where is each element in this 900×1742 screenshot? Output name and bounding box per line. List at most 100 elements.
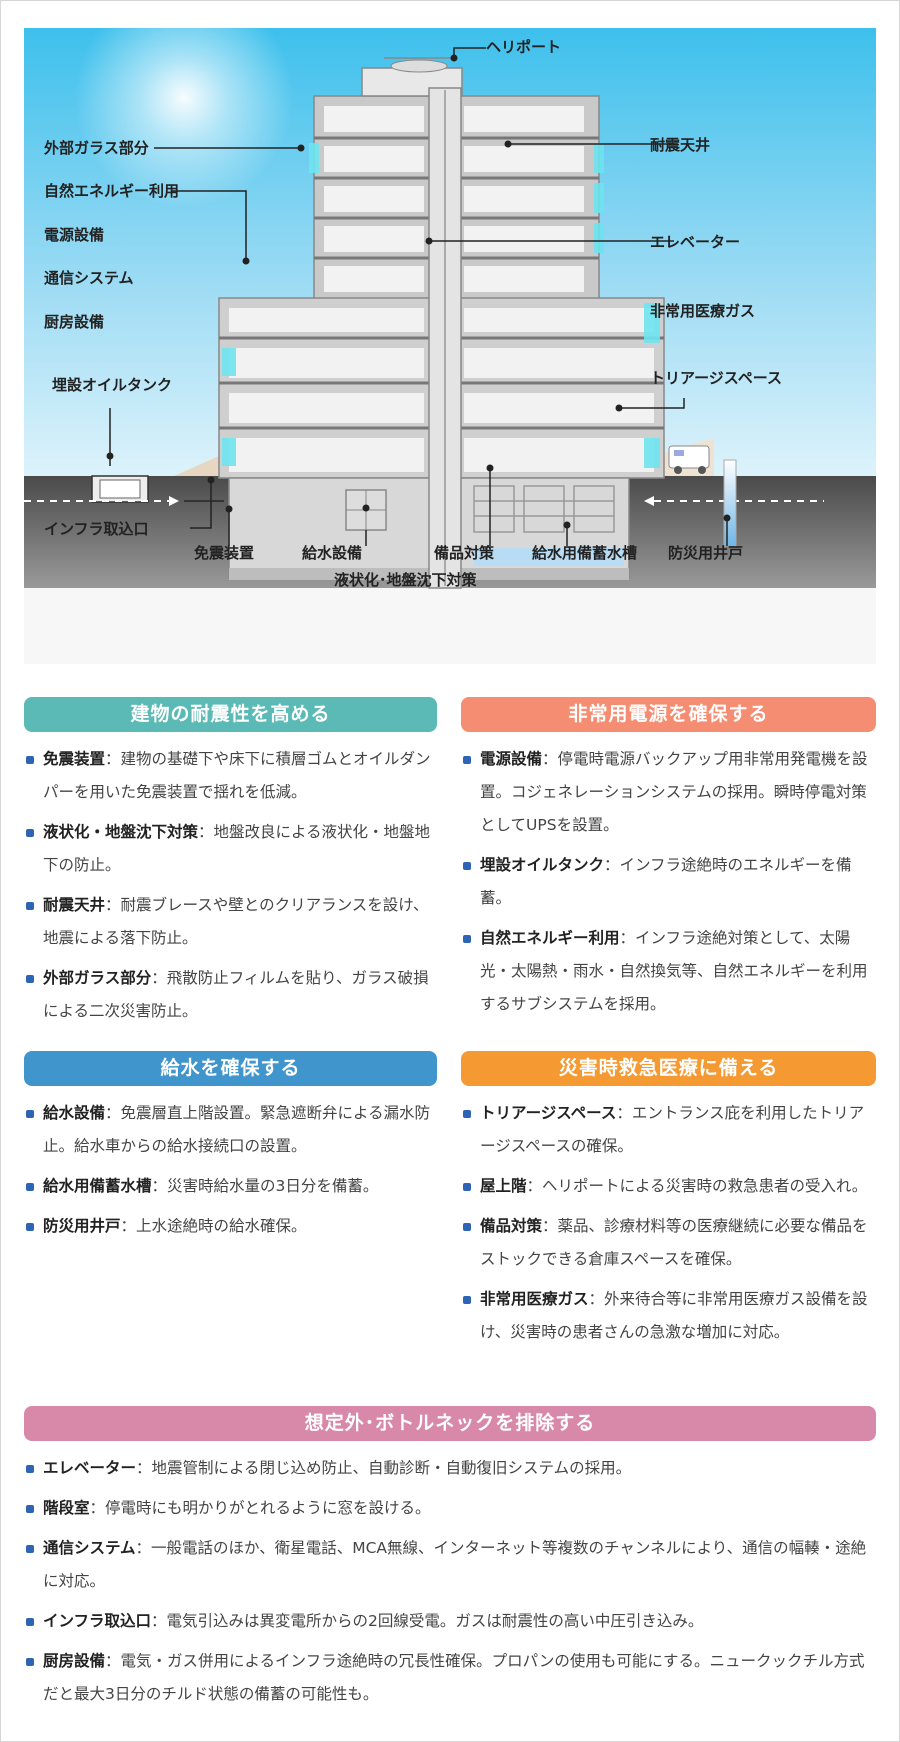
bullet-icon (26, 902, 34, 910)
item-text: ：地盤改良による液状化・地盤地下の防止。 (43, 823, 431, 874)
bullet-icon (26, 829, 34, 837)
bullet-icon (26, 756, 34, 764)
list-item: トリアージスペース：エントランス庇を利用したトリアージスペースの確保。 (461, 1097, 876, 1163)
bullet-icon (463, 935, 471, 943)
bullet-icon (26, 1658, 34, 1666)
list-item: 給水用備蓄水槽：災害時給水量の3日分を備蓄。 (24, 1170, 437, 1203)
section-title: 想定外･ボトルネックを排除する (24, 1406, 876, 1441)
label-infra: インフラ取込口 (44, 520, 149, 538)
item-term: 埋設オイルタンク (480, 856, 605, 874)
label-water-tank: 給水用備蓄水槽 (532, 544, 638, 562)
item-term: 耐震天井 (43, 896, 106, 914)
item-term: 外部ガラス部分 (43, 969, 152, 987)
list-item: 通信システム：一般電話のほか、衛星電話、MCA無線、インターネット等複数のチャン… (24, 1532, 876, 1598)
item-text: ：インフラ途絶対策として、太陽光・太陽熱・雨水・自然換気等、自然エネルギーを利用… (480, 929, 868, 1013)
bullet-icon (26, 1618, 34, 1626)
item-term: 備品対策 (480, 1217, 543, 1235)
item-term: 通信システム (43, 1539, 136, 1557)
label-well: 防災用井戸 (668, 544, 744, 562)
list-item: 電源設備：停電時電源バックアップ用非常用発電機を設置。コジェネレーションシステム… (461, 743, 876, 842)
label-triage: トリアージスペース (650, 369, 783, 387)
label-telecom: 通信システム (44, 269, 134, 287)
building-illustration (24, 28, 876, 664)
section-bottleneck: 想定外･ボトルネックを排除する エレベーター：地震管制による閉じ込め防止、自動診… (24, 1406, 876, 1718)
item-list: トリアージスペース：エントランス庇を利用したトリアージスペースの確保。屋上階：ヘ… (461, 1097, 876, 1349)
item-term: 厨房設備 (43, 1652, 106, 1670)
item-term: エレベーター (43, 1459, 137, 1477)
bullet-icon (463, 1223, 471, 1231)
item-text: ：電気・ガス併用によるインフラ途絶時の冗長性確保。プロパンの使用も可能にする。ニ… (43, 1652, 865, 1703)
item-text: ：耐震ブレースや壁とのクリアランスを設け、地震による落下防止。 (43, 896, 429, 947)
item-term: 非常用医療ガス (480, 1290, 589, 1308)
label-heliport: ヘリポート (486, 38, 562, 56)
list-item: 屋上階：ヘリポートによる災害時の救急患者の受入れ。 (461, 1170, 876, 1203)
label-glass: 外部ガラス部分 (44, 139, 149, 157)
building-disaster-diagram: ヘリポート 外部ガラス部分 自然エネルギー利用 電源設備 通信システム 厨房設備… (24, 28, 876, 664)
section-title: 災害時救急医療に備える (461, 1051, 876, 1086)
bullet-icon (26, 975, 34, 983)
list-item: 免震装置：建物の基礎下や床下に積層ゴムとオイルダンパーを用いた免震装置で揺れを低… (24, 743, 437, 809)
section-water: 給水を確保する 給水設備：免震層直上階設置。緊急遮断弁による漏水防止。給水車から… (24, 1051, 437, 1250)
list-item: 外部ガラス部分：飛散防止フィルムを貼り、ガラス破損による二次災害防止。 (24, 962, 437, 1028)
bullet-icon (463, 1183, 471, 1191)
bullet-icon (26, 1545, 34, 1553)
bullet-icon (26, 1465, 34, 1473)
list-item: 液状化・地盤沈下対策：地盤改良による液状化・地盤地下の防止。 (24, 816, 437, 882)
list-item: 防災用井戸：上水途絶時の給水確保。 (24, 1210, 437, 1243)
item-text: ：薬品、診療材料等の医療継続に必要な備品をストックできる倉庫スペースを確保。 (480, 1217, 868, 1268)
item-text: ：外来待合等に非常用医療ガス設備を設け、災害時の患者さんの急激な増加に対応。 (480, 1290, 868, 1341)
item-term: 給水設備 (43, 1104, 106, 1122)
item-term: 防災用井戸 (43, 1217, 121, 1235)
item-text: ：免震層直上階設置。緊急遮断弁による漏水防止。給水車からの給水接続口の設置。 (43, 1104, 431, 1155)
section-power: 非常用電源を確保する 電源設備：停電時電源バックアップ用非常用発電機を設置。コジ… (461, 697, 876, 1028)
section-title: 非常用電源を確保する (461, 697, 876, 732)
section-title: 建物の耐震性を高める (24, 697, 437, 732)
list-item: 備品対策：薬品、診療材料等の医療継続に必要な備品をストックできる倉庫スペースを確… (461, 1210, 876, 1276)
bullet-icon (463, 756, 471, 764)
item-text: ：地震管制による閉じ込め防止、自動診断・自動復旧システムの採用。 (136, 1459, 632, 1477)
item-term: 自然エネルギー利用 (480, 929, 620, 947)
item-list: 電源設備：停電時電源バックアップ用非常用発電機を設置。コジェネレーションシステム… (461, 743, 876, 1021)
item-term: 免震装置 (43, 750, 106, 768)
item-term: 給水用備蓄水槽 (43, 1177, 152, 1195)
label-elevator: エレベーター (650, 233, 741, 251)
item-text: ：エントランス庇を利用したトリアージスペースの確保。 (480, 1104, 865, 1155)
label-power: 電源設備 (44, 226, 105, 244)
label-water-supply: 給水設備 (302, 544, 363, 562)
list-item: 階段室：停電時にも明かりがとれるように窓を設ける。 (24, 1492, 876, 1525)
bullet-icon (26, 1183, 34, 1191)
label-medical-gas: 非常用医療ガス (650, 302, 756, 320)
item-text: ：建物の基礎下や床下に積層ゴムとオイルダンパーを用いた免震装置で揺れを低減。 (43, 750, 431, 801)
bullet-icon (463, 1296, 471, 1304)
item-term: 階段室 (43, 1499, 90, 1517)
list-item: 自然エネルギー利用：インフラ途絶対策として、太陽光・太陽熱・雨水・自然換気等、自… (461, 922, 876, 1021)
label-liquefaction: 液状化･地盤沈下対策 (334, 571, 477, 589)
list-item: 耐震天井：耐震ブレースや壁とのクリアランスを設け、地震による落下防止。 (24, 889, 437, 955)
label-ceiling: 耐震天井 (650, 136, 711, 154)
label-stock: 備品対策 (434, 544, 495, 562)
bullet-icon (463, 862, 471, 870)
item-term: 液状化・地盤沈下対策 (43, 823, 199, 841)
label-oil-tank: 埋設オイルタンク (52, 376, 173, 394)
item-text: ：飛散防止フィルムを貼り、ガラス破損による二次災害防止。 (43, 969, 429, 1020)
label-natural-energy: 自然エネルギー利用 (44, 182, 180, 200)
item-text: ：停電時電源バックアップ用非常用発電機を設置。コジェネレーションシステムの採用。… (480, 750, 868, 834)
list-item: 非常用医療ガス：外来待合等に非常用医療ガス設備を設け、災害時の患者さんの急激な増… (461, 1283, 876, 1349)
item-text: ：災害時給水量の3日分を備蓄。 (151, 1177, 379, 1195)
item-term: 屋上階 (480, 1177, 527, 1195)
list-item: 埋設オイルタンク：インフラ途絶時のエネルギーを備蓄。 (461, 849, 876, 915)
item-term: 電源設備 (480, 750, 543, 768)
item-text: ：停電時にも明かりがとれるように窓を設ける。 (89, 1499, 431, 1517)
list-item: 給水設備：免震層直上階設置。緊急遮断弁による漏水防止。給水車からの給水接続口の設… (24, 1097, 437, 1163)
item-list: 給水設備：免震層直上階設置。緊急遮断弁による漏水防止。給水車からの給水接続口の設… (24, 1097, 437, 1243)
label-isolation: 免震装置 (194, 544, 255, 562)
section-title: 給水を確保する (24, 1051, 437, 1086)
bullet-icon (26, 1223, 34, 1231)
item-list: エレベーター：地震管制による閉じ込め防止、自動診断・自動復旧システムの採用。階段… (24, 1452, 876, 1711)
item-list: 免震装置：建物の基礎下や床下に積層ゴムとオイルダンパーを用いた免震装置で揺れを低… (24, 743, 437, 1028)
list-item: インフラ取込口：電気引込みは異変電所からの2回線受電。ガスは耐震性の高い中圧引き… (24, 1605, 876, 1638)
section-emergency: 災害時救急医療に備える トリアージスペース：エントランス庇を利用したトリアージス… (461, 1051, 876, 1356)
item-text: ：上水途絶時の給水確保。 (120, 1217, 307, 1235)
list-item: エレベーター：地震管制による閉じ込め防止、自動診断・自動復旧システムの採用。 (24, 1452, 876, 1485)
section-seismic: 建物の耐震性を高める 免震装置：建物の基礎下や床下に積層ゴムとオイルダンパーを用… (24, 697, 437, 1035)
